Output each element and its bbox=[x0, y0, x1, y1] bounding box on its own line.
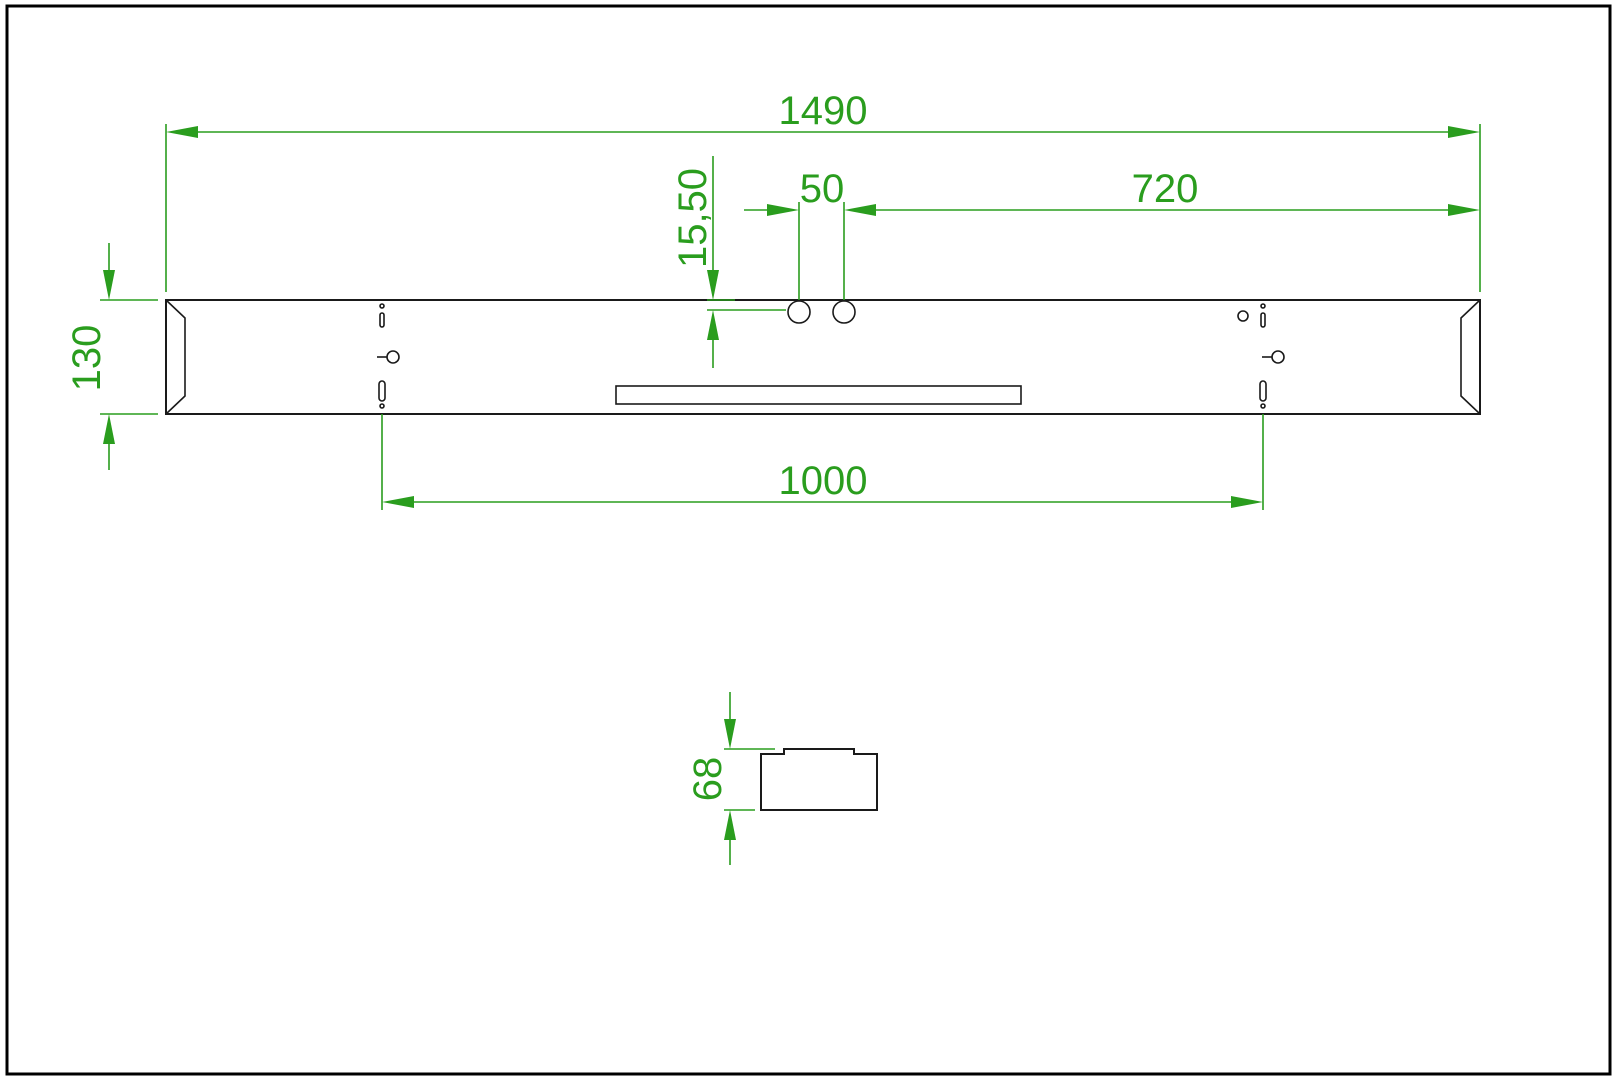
right-aux-hole bbox=[1237, 310, 1249, 322]
dimension-hole-spacing: 50 bbox=[744, 167, 876, 300]
left-bottom-dot bbox=[379, 403, 385, 409]
left-end-chamfer bbox=[165, 299, 186, 415]
round-hole-left bbox=[787, 300, 811, 324]
right-small-hole bbox=[1260, 303, 1266, 309]
dimension-mount-spacing: 1000 bbox=[381, 414, 1264, 510]
right-bottom-dot bbox=[1260, 403, 1266, 409]
dimension-hole-vertical-offset-label: 15,50 bbox=[671, 168, 715, 268]
right-keyhole bbox=[1271, 350, 1285, 364]
center-slot bbox=[615, 385, 1022, 405]
dimension-depth: 68 bbox=[686, 692, 775, 865]
sheet-border bbox=[5, 4, 1612, 1076]
bar-outline bbox=[165, 299, 1481, 415]
round-hole-right bbox=[832, 300, 856, 324]
side-view bbox=[760, 748, 878, 811]
dimension-overall-length: 1490 bbox=[165, 89, 1481, 292]
left-small-hole bbox=[379, 303, 385, 309]
dimension-height: 130 bbox=[65, 243, 158, 470]
dimension-height-label: 130 bbox=[65, 325, 109, 392]
left-mounting-features bbox=[377, 303, 400, 409]
left-lower-slot bbox=[378, 380, 386, 402]
dimension-hole-vertical-offset: 15,50 bbox=[671, 156, 786, 368]
right-lower-slot bbox=[1259, 380, 1267, 402]
dimension-hole-spacing-label: 50 bbox=[800, 167, 845, 211]
side-profile bbox=[760, 748, 878, 811]
right-end-chamfer bbox=[1460, 299, 1481, 415]
dimension-overall-length-label: 1490 bbox=[779, 89, 868, 133]
dimension-hole-offset-right-label: 720 bbox=[1132, 167, 1199, 211]
dimension-depth-label: 68 bbox=[686, 757, 730, 802]
front-view bbox=[165, 299, 1481, 415]
left-keyhole bbox=[386, 350, 400, 364]
right-mounting-features bbox=[1237, 303, 1285, 409]
right-upper-slot bbox=[1260, 312, 1266, 328]
dimension-hole-offset-right: 720 bbox=[876, 167, 1480, 216]
dimension-mount-spacing-label: 1000 bbox=[779, 459, 868, 503]
left-upper-slot bbox=[379, 312, 385, 328]
